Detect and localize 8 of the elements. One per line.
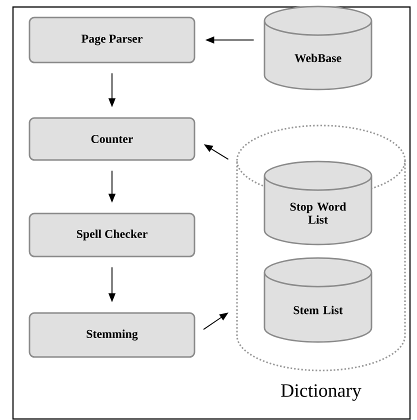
process-box: Counter bbox=[28, 117, 196, 161]
process-box: Spell Checker bbox=[28, 212, 196, 258]
heading: Dictionary bbox=[281, 384, 362, 401]
database-cylinder: WebBase bbox=[264, 6, 372, 90]
process-box: Stemming bbox=[28, 312, 196, 358]
database-cylinder: Stem List bbox=[264, 257, 372, 343]
process-box: Page Parser bbox=[28, 16, 196, 64]
database-cylinder: Stop Word List bbox=[264, 160, 372, 246]
